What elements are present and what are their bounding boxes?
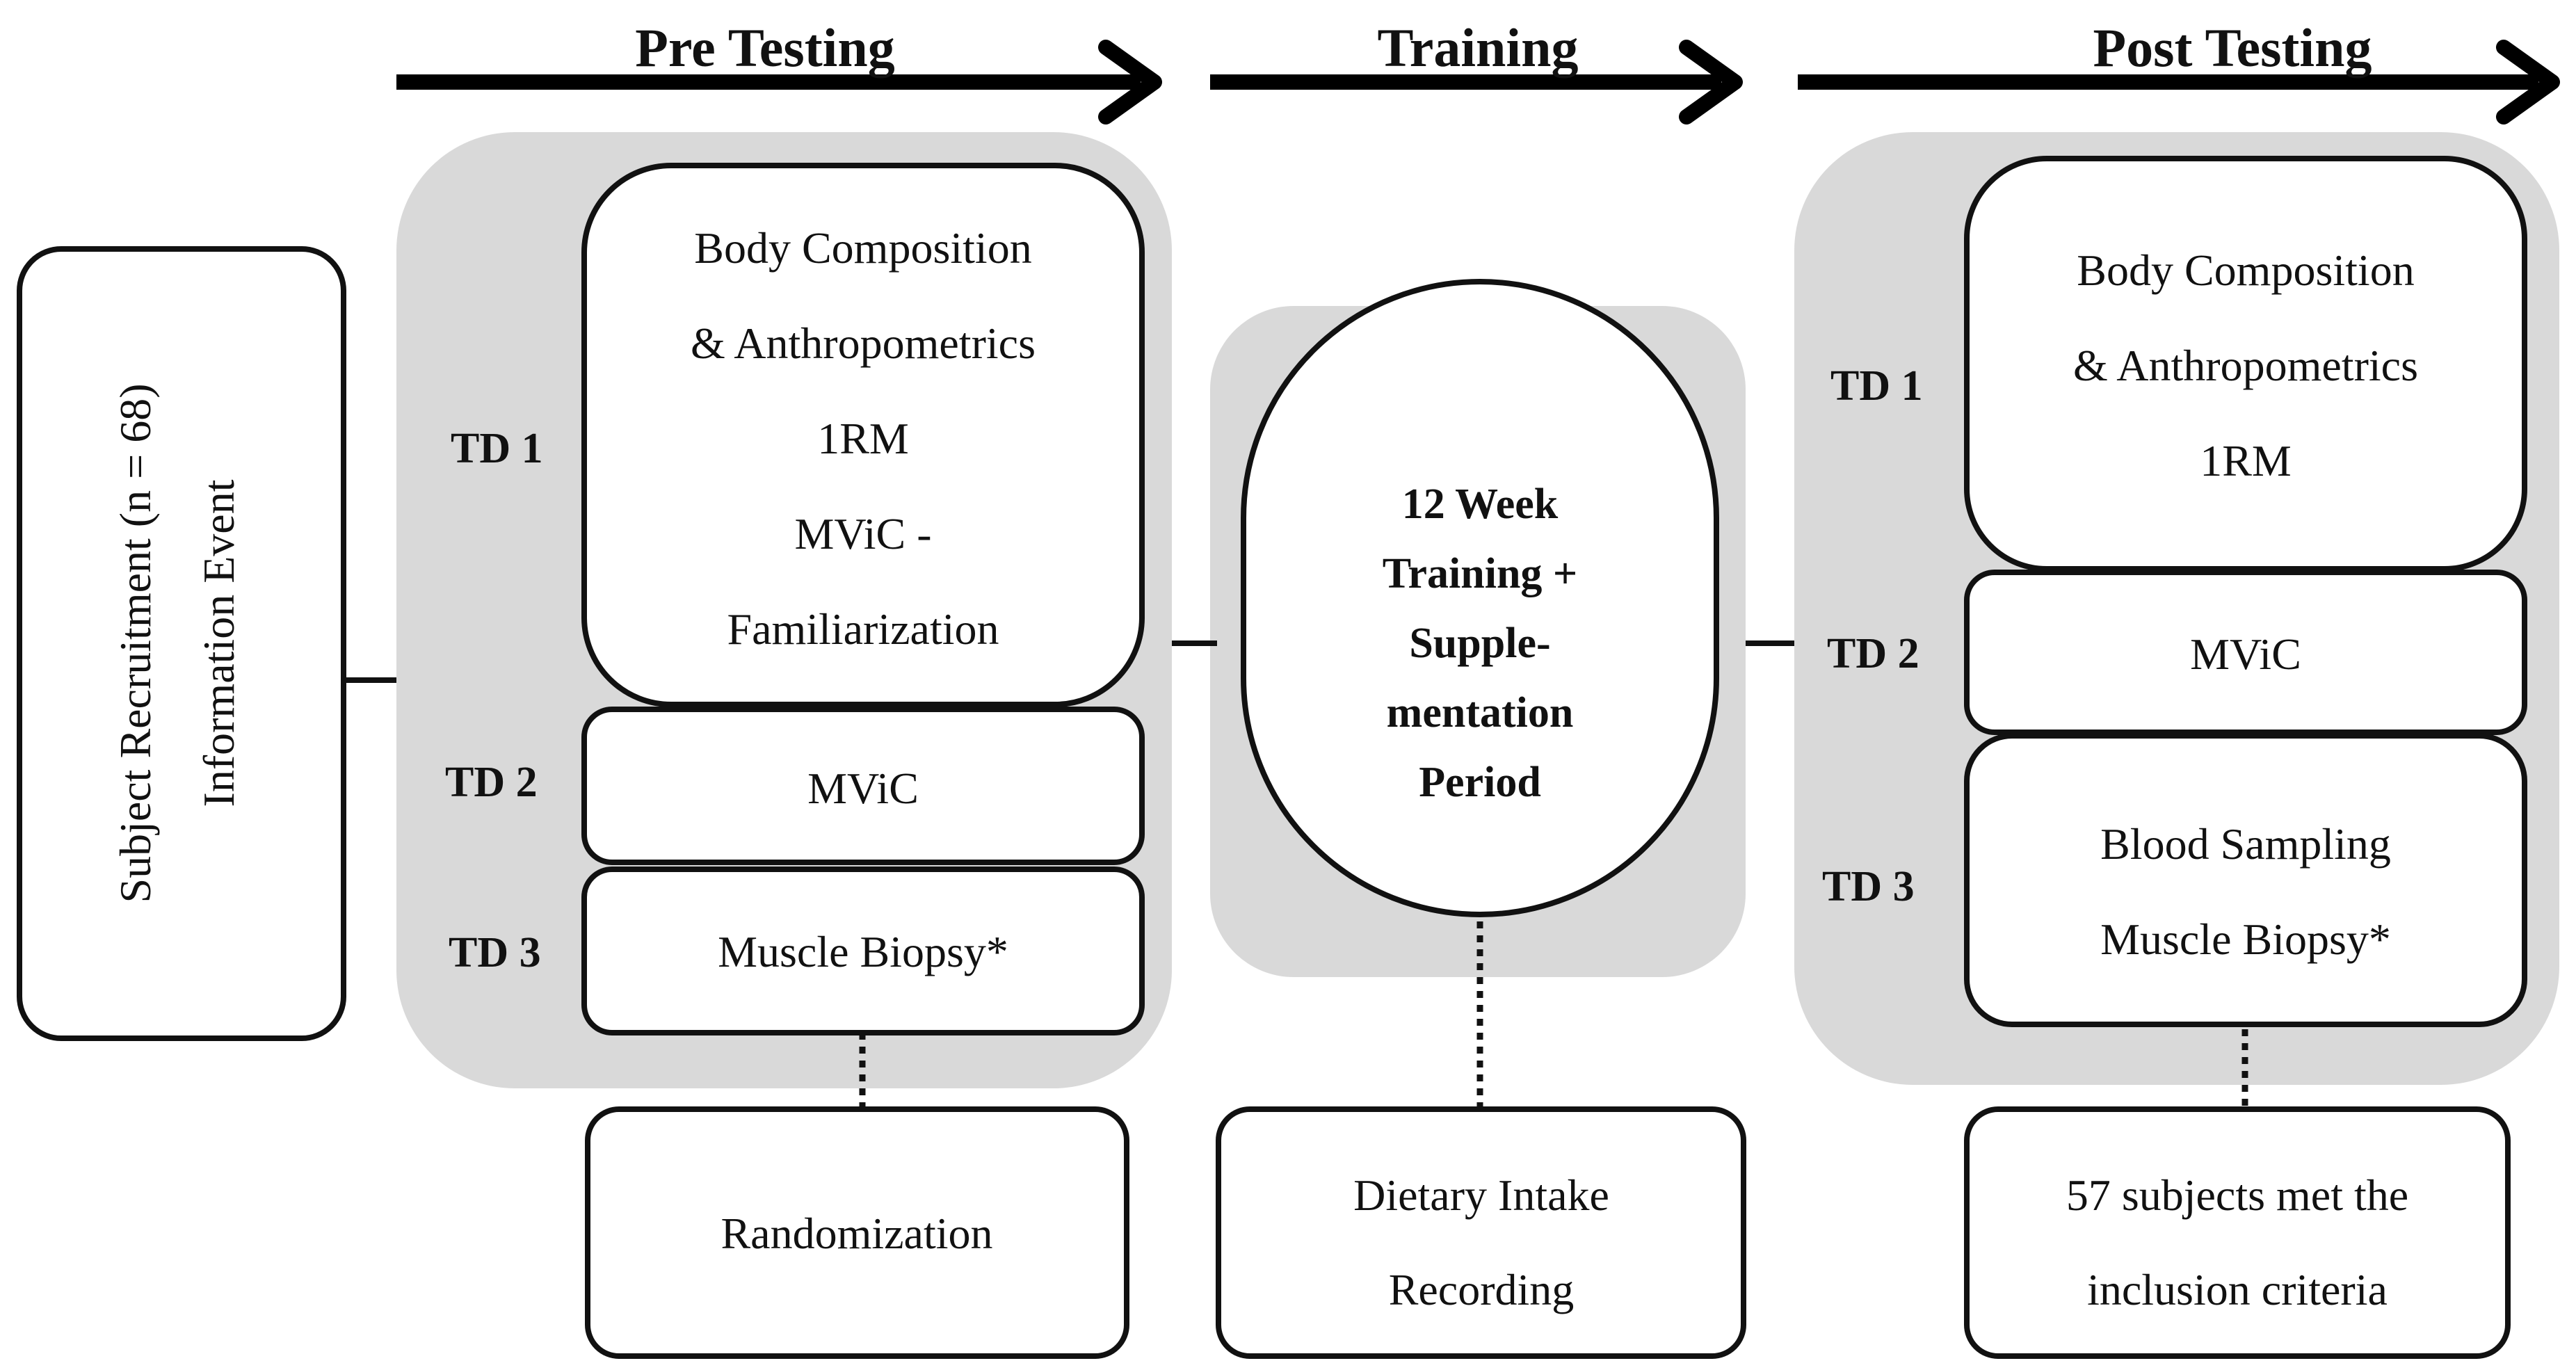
pre-td1-line-1: Body Composition bbox=[694, 223, 1031, 273]
pre-td3-box bbox=[581, 867, 1145, 1035]
training-circle-line-1: 12 Week bbox=[1402, 481, 1559, 528]
pre-td1-line-3: 1RM bbox=[817, 414, 909, 463]
pre-td2-text: MViC bbox=[807, 764, 919, 813]
pre-td2-box bbox=[581, 707, 1145, 865]
dietary-intake-line-2: Recording bbox=[1389, 1265, 1575, 1314]
post-td2-label: TD 2 bbox=[1827, 630, 1919, 677]
pre-td1-line-5: Familiarization bbox=[727, 604, 999, 654]
randomization-text: Randomization bbox=[721, 1209, 992, 1258]
pre-td1-line-2: & Anthropometrics bbox=[691, 319, 1036, 368]
post-td1-label: TD 1 bbox=[1830, 362, 1923, 410]
training-circle-line-3: Supple- bbox=[1409, 620, 1550, 667]
dietary-intake-line-1: Dietary Intake bbox=[1353, 1170, 1609, 1220]
phase-title-training: Training bbox=[1378, 17, 1579, 78]
pre-td1-label: TD 1 bbox=[451, 425, 543, 472]
post-td1-line-2: & Anthropometrics bbox=[2073, 341, 2418, 390]
pre-td1-box bbox=[581, 163, 1145, 707]
post-td3-line-1: Blood Sampling bbox=[2100, 819, 2391, 869]
recruitment-line-1: Subject Recruitment (n = 68) bbox=[111, 383, 160, 903]
recruitment-text-group: Subject Recruitment (n = 68) Information… bbox=[111, 383, 243, 903]
post-td3-line-2: Muscle Biopsy* bbox=[2100, 914, 2391, 964]
recruitment-line-2: Information Event bbox=[194, 479, 243, 807]
phase-title-post-testing: Post Testing bbox=[2093, 17, 2372, 78]
post-td1-line-1: Body Composition bbox=[2077, 245, 2414, 295]
pre-td3-text: Muscle Biopsy* bbox=[718, 927, 1008, 976]
randomization-box bbox=[585, 1106, 1129, 1359]
post-td3-label: TD 3 bbox=[1822, 863, 1915, 910]
training-circle-line-2: Training + bbox=[1383, 550, 1578, 597]
pre-td1-line-4: MViC - bbox=[794, 509, 931, 558]
training-circle-line-4: mentation bbox=[1387, 689, 1574, 736]
post-td1-box bbox=[1964, 156, 2527, 572]
training-period-oval bbox=[1241, 279, 1719, 917]
post-td2-text: MViC bbox=[2190, 629, 2301, 679]
recruitment-box bbox=[17, 246, 346, 1041]
training-circle-line-5: Period bbox=[1419, 759, 1541, 806]
training-arrow bbox=[1210, 40, 1743, 124]
post-testing-arrow bbox=[1798, 40, 2560, 124]
inclusion-criteria-line-1: 57 subjects met the bbox=[2066, 1170, 2408, 1220]
pre-td3-label: TD 3 bbox=[449, 929, 541, 976]
phase-title-pre-testing: Pre Testing bbox=[635, 17, 894, 78]
pre-td2-label: TD 2 bbox=[445, 759, 538, 806]
post-td3-box bbox=[1964, 733, 2527, 1027]
inclusion-criteria-line-2: inclusion criteria bbox=[2087, 1265, 2388, 1314]
dietary-intake-box bbox=[1216, 1106, 1746, 1359]
post-td2-box bbox=[1964, 570, 2527, 735]
post-td1-line-3: 1RM bbox=[2200, 436, 2292, 485]
inclusion-criteria-box bbox=[1964, 1106, 2511, 1359]
pre-testing-arrow bbox=[396, 40, 1162, 124]
